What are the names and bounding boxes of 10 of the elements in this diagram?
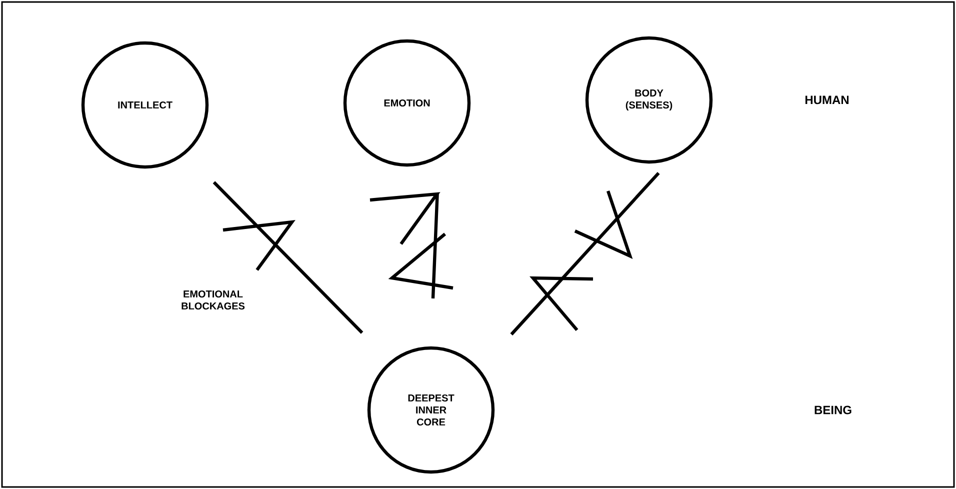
connector-line bbox=[431, 192, 439, 298]
circle-node: INTELLECT bbox=[81, 41, 209, 169]
circle-node: DEEPEST INNER CORE bbox=[367, 346, 495, 474]
text-label: BEING bbox=[814, 406, 852, 414]
connector-line bbox=[510, 172, 660, 336]
circle-node: EMOTION bbox=[343, 39, 471, 167]
text-label: HUMAN bbox=[805, 96, 849, 104]
circle-node: BODY (SENSES) bbox=[585, 36, 713, 164]
connector-line bbox=[212, 181, 364, 334]
text-label: EMOTIONAL BLOCKAGES bbox=[182, 290, 245, 310]
